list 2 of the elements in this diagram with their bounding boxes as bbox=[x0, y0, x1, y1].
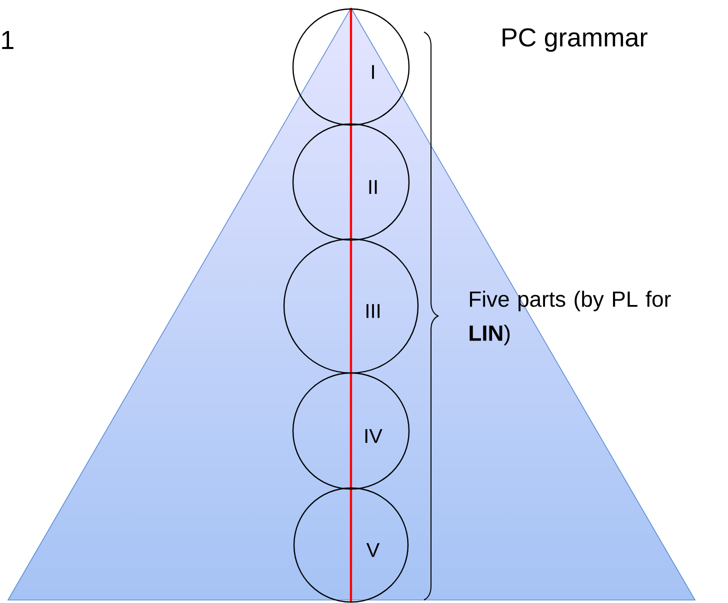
heading: PC grammar bbox=[502, 28, 648, 52]
number: 1 bbox=[2, 31, 14, 49]
